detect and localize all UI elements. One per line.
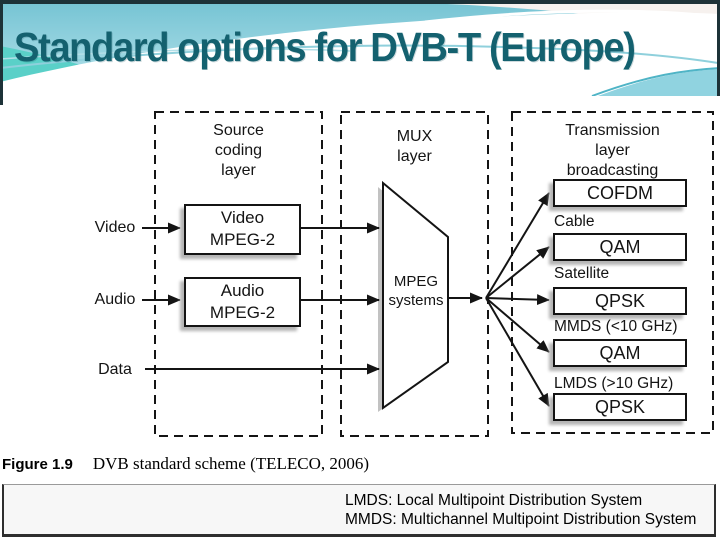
title-banner: Standard options for DVB-T (Europe) [0,0,720,96]
banner-border-right [717,0,720,96]
left-border-stub [0,96,3,105]
banner-border-top [0,0,720,4]
arrow-to-qam-mmds [485,297,550,353]
qpsk-lmds-block: QPSK [553,393,687,421]
input-label-data: Data [98,361,132,378]
mux-layer-title: MUX layer [396,128,433,165]
video-mpeg2-block: Video MPEG-2 [184,204,301,255]
input-label-video: Video [94,219,136,236]
page-title: Standard options for DVB-T (Europe) [14,24,636,70]
banner-white-wave [0,12,720,96]
audio-mpeg2-block: Audio MPEG-2 [184,277,301,327]
qam-cable-block: QAM [553,233,687,261]
banner-thin-line-2 [0,48,351,60]
source-layer-outline [154,111,323,437]
channel-label-satellite: Satellite [554,265,610,282]
arrow-to-qam-cable [485,246,550,299]
footnote-lmds: LMDS: Local Multipoint Distribution Syst… [345,492,643,509]
banner-corner-wave [598,69,720,96]
banner-border-left [0,0,3,96]
figure-number: Figure 1.9 [2,456,73,473]
cofdm-block: COFDM [553,179,687,207]
arrow-to-qpsk-satellite [485,294,550,306]
mpeg-systems-label: MPEG systems [388,273,444,309]
footnote-strip: LMDS: Local Multipoint Distribution Syst… [2,484,716,537]
mux-layer-outline [340,111,489,437]
channel-label-cable: Cable [554,213,595,230]
banner-corner-line [591,67,720,96]
banner-thin-line-1 [0,44,719,69]
arrow-to-qpsk-lmds [485,297,550,407]
transmission-layer-outline [511,111,714,434]
arrow-to-cofdm [485,192,550,299]
qam-mmds-block: QAM [553,339,687,367]
mux-block-shape [382,180,449,410]
channel-label-mmds: MMDS (<10 GHz) [554,318,678,335]
figure-caption-text: DVB standard scheme (TELECO, 2006) [92,454,370,473]
banner-wave-art [0,0,720,96]
figure-caption: Figure 1.9 DVB standard scheme (TELECO, … [2,454,369,474]
channel-label-lmds: LMDS (>10 GHz) [554,375,674,392]
source-layer-title: Source coding layer [213,122,264,179]
footnotes: LMDS: Local Multipoint Distribution Syst… [345,491,696,529]
transmission-layer-title: Transmission layer broadcasting [565,122,660,179]
qpsk-satellite-block: QPSK [553,287,687,315]
footnote-mmds: MMDS: Multichannel Multipoint Distributi… [345,511,697,528]
input-label-audio: Audio [94,291,136,308]
